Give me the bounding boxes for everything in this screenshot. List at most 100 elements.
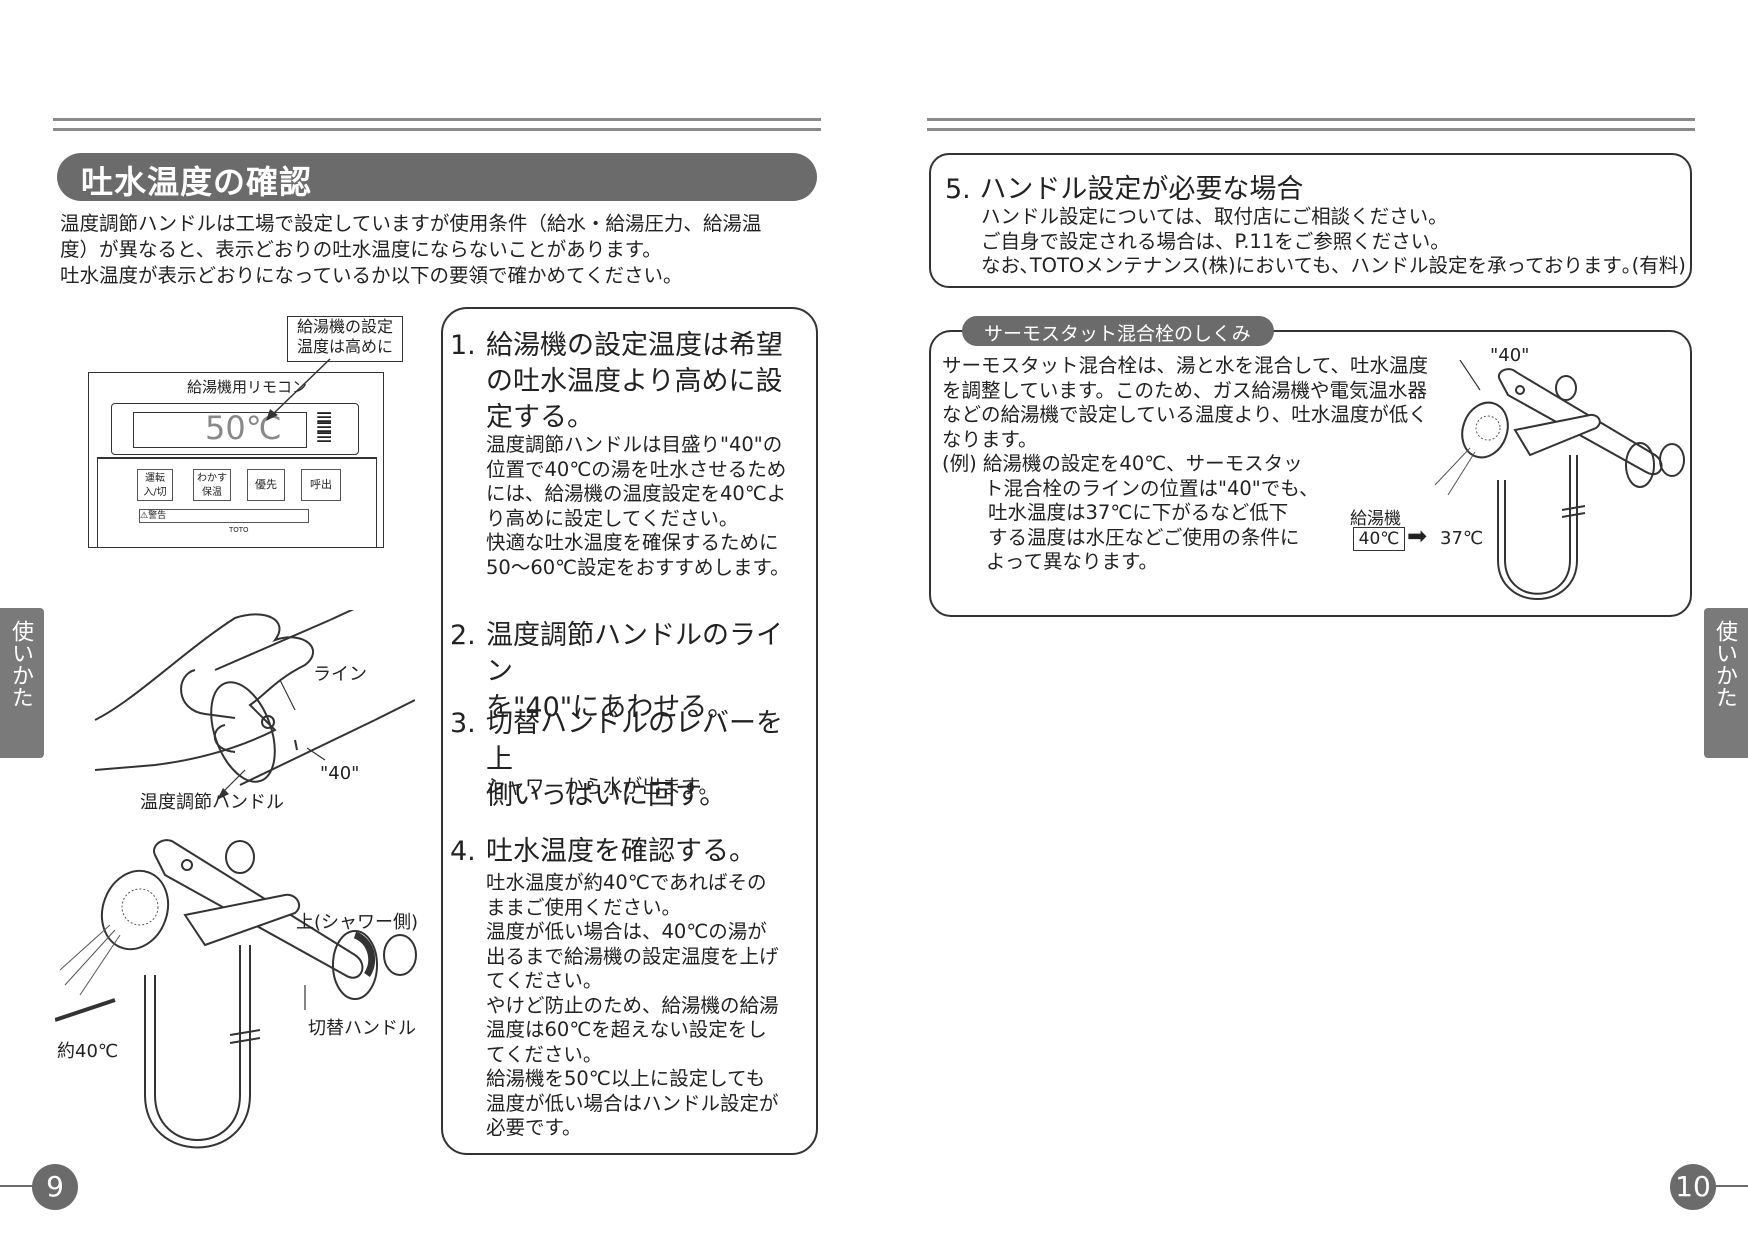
thermostat-line: する温度は水圧などご使用の条件に bbox=[988, 525, 1300, 549]
warning-icon: ⚠ bbox=[140, 511, 149, 521]
priority-button[interactable]: 優先 bbox=[247, 469, 285, 501]
heat-button[interactable]: わかす 保温 bbox=[193, 469, 231, 501]
step-5-heading: 5. ハンドル設定が必要な場合 bbox=[945, 167, 1303, 206]
step-5-body: ハンドル設定については、取付店にご相談ください。 ご自身で設定される場合は、P.… bbox=[981, 205, 1686, 279]
step-title-line: 切替ハンドルのレバーを上 bbox=[486, 708, 783, 775]
callout-line: 給湯機の設定 bbox=[296, 317, 393, 336]
remote-screen-frame bbox=[111, 403, 359, 455]
thermostat-tag: サーモスタット混合栓のしくみ bbox=[962, 316, 1274, 346]
thermostat-line: を調整しています。このため、ガス給湯機や電気温水器 bbox=[942, 378, 1427, 402]
page-rule-right bbox=[1708, 1185, 1748, 1187]
top-rule-left-1 bbox=[53, 118, 821, 121]
call-button[interactable]: 呼出 bbox=[301, 469, 341, 501]
remote-brand: TOTO bbox=[229, 526, 249, 534]
step-body-line: 50〜60℃設定をおすすめします。 bbox=[486, 555, 790, 579]
step-body-line: 温度は60℃を超えない設定をし bbox=[486, 1018, 767, 1041]
step-body-line: 出るまで給湯機の設定温度を上げ bbox=[486, 944, 779, 968]
intro-text: 温度調節ハンドルは工場で設定していますが使用条件（給水・給湯圧力、給湯温 度）が… bbox=[60, 211, 820, 289]
side-tab-left[interactable]: 使いかた bbox=[0, 608, 44, 758]
top-rule-left-2 bbox=[53, 128, 821, 131]
remote-body: 給湯機用リモコン 50℃ ≡≡≡ 運転 入/切 わかす 保温 優先 呼出 ⚠警告… bbox=[88, 372, 384, 548]
step-title: ハンドル設定が必要な場合 bbox=[979, 174, 1304, 205]
thermostat-line: ト混合栓のラインの位置は"40"でも、 bbox=[984, 476, 1319, 500]
step-title-line: の吐水温度より高めに設 bbox=[486, 366, 783, 397]
switch-handle-label: 切替ハンドル bbox=[308, 1018, 416, 1039]
step-number: 1. bbox=[450, 330, 476, 361]
top-rule-right-1 bbox=[927, 118, 1695, 121]
callout-line: 温度は高めに bbox=[296, 337, 393, 356]
step-body-line: 温度が低い場合はハンドル設定が bbox=[486, 1091, 779, 1115]
water-temp-label: 約40℃ bbox=[57, 1041, 119, 1062]
step-body-line: 快適な吐水温度を確保するために bbox=[486, 531, 779, 554]
step-body-line: てください。 bbox=[486, 969, 603, 992]
intro-line: 度）が異なると、表示どおりの吐水温度にならないことがあります。 bbox=[60, 238, 662, 261]
thermostat-line: 吐水温度は37℃に下がるなど低下 bbox=[988, 501, 1289, 524]
step-body-line: 吐水温度が約40℃であればその bbox=[486, 871, 767, 894]
mark-label: "40" bbox=[320, 763, 360, 784]
thermostat-line: なります。 bbox=[942, 427, 1038, 451]
page-rule-left bbox=[0, 1185, 40, 1187]
step-5-box: 5. ハンドル設定が必要な場合 ハンドル設定については、取付店にご相談ください。… bbox=[929, 153, 1692, 288]
step-1-body: 温度調節ハンドルは目盛り"40"の 位置で40℃の湯を吐水させるため には、給湯… bbox=[486, 433, 806, 580]
step-body-line: 給湯機を50℃以上に設定しても bbox=[486, 1067, 766, 1090]
heater-label: 給湯機 bbox=[1350, 509, 1401, 529]
step-number: 3. bbox=[450, 708, 476, 739]
step-title-line: を"40"にあわせる。 bbox=[486, 692, 735, 723]
step-title-line: 温度調節ハンドルのライン bbox=[486, 620, 783, 687]
thermostat-text: サーモスタット混合栓は、湯と水を混合して、吐水温度 を調整しています。このため、… bbox=[942, 354, 1428, 575]
step-number: 5. bbox=[945, 174, 971, 205]
power-button[interactable]: 運転 入/切 bbox=[137, 469, 173, 501]
step-body-line: ハンドル設定については、取付店にご相談ください。 bbox=[981, 205, 1448, 228]
remote-label: 給湯機用リモコン bbox=[187, 378, 308, 396]
thermostat-line: などの給湯機で設定している温度より、吐水温度が低く bbox=[942, 403, 1428, 426]
step-title-line: 定する。 bbox=[486, 402, 594, 433]
intro-line: 温度調節ハンドルは工場で設定していますが使用条件（給水・給湯圧力、給湯温 bbox=[60, 212, 762, 235]
arrow-right-icon: ➡ bbox=[1407, 522, 1428, 550]
step-4-body: 吐水温度が約40℃であればその ままご使用ください。 温度が低い場合は、40℃の… bbox=[486, 871, 806, 1141]
step-body-line: やけど防止のため、給湯機の給湯 bbox=[486, 993, 779, 1017]
step-body-line: シャワーから水が出ます。 bbox=[486, 775, 719, 798]
step-body-line: 温度が低い場合は、40℃の湯が bbox=[486, 920, 767, 943]
step-body-line: 温度調節ハンドルは目盛り"40"の bbox=[486, 433, 783, 456]
callout-arrow bbox=[266, 358, 331, 421]
step-body-line: ご自身で設定される場合は、P.11をご参照ください。 bbox=[981, 229, 1450, 253]
step-body-line: 位置で40℃の湯を吐水させるため bbox=[486, 457, 787, 481]
remote-panel bbox=[97, 457, 377, 548]
step-title-line: 吐水温度を確認する。 bbox=[486, 836, 756, 867]
step-body-line: てください。 bbox=[486, 1042, 603, 1066]
out-temp-label: 37℃ bbox=[1440, 528, 1484, 549]
step-3-body: シャワーから水が出ます。 bbox=[486, 775, 806, 800]
temp-handle-label: 温度調節ハンドル bbox=[140, 792, 284, 813]
step-body-line: 必要です。 bbox=[486, 1116, 582, 1139]
side-tab-text: 使いかた bbox=[8, 620, 33, 708]
up-label: 上(シャワー側) bbox=[296, 912, 419, 933]
thermostat-line: サーモスタット混合栓は、湯と水を混合して、吐水温度 bbox=[942, 354, 1428, 377]
page-number-right: 10 bbox=[1670, 1164, 1716, 1210]
step-number: 4. bbox=[450, 836, 476, 867]
remote-screen bbox=[133, 412, 307, 448]
thermostat-faucet-illustration bbox=[1434, 360, 1685, 600]
thermostat-line: よって異なります。 bbox=[986, 550, 1158, 573]
thermostat-mark-label: "40" bbox=[1490, 345, 1530, 366]
line-label: ライン bbox=[313, 664, 367, 685]
step-body-line: には、給湯機の温度設定を40℃よ bbox=[486, 482, 787, 505]
thermostat-line: (例) 給湯機の設定を40℃、サーモスタッ bbox=[942, 452, 1303, 475]
top-rule-right-2 bbox=[927, 128, 1695, 131]
heater-temp-box: 40℃ bbox=[1353, 527, 1405, 551]
thermostat-tag-text: サーモスタット混合栓のしくみ bbox=[984, 323, 1251, 345]
step-title-line: 給湯機の設定温度は希望 bbox=[486, 330, 783, 361]
side-tab-text: 使いかた bbox=[1712, 620, 1737, 708]
step-title-line: 側いっぱいに回す。 bbox=[486, 780, 727, 811]
section-title-bar: 吐水温度の確認 bbox=[57, 153, 817, 201]
warning-label: ⚠警告 bbox=[139, 509, 309, 523]
handle-illustration bbox=[94, 610, 415, 800]
thermostat-box bbox=[929, 330, 1692, 617]
section-title: 吐水温度の確認 bbox=[81, 163, 313, 201]
step-body-line: り高めに設定してください。 bbox=[486, 506, 739, 530]
side-tab-right[interactable]: 使いかた bbox=[1704, 608, 1748, 758]
warning-text: 警告 bbox=[148, 511, 167, 521]
steps-box bbox=[441, 307, 818, 1155]
step-body-line: ままご使用ください。 bbox=[486, 895, 682, 919]
step-body-line: なお､TOTOメンテナンス(株)においても、ハンドル設定を承っております｡(有料… bbox=[981, 254, 1686, 277]
step-number: 2. bbox=[450, 620, 476, 651]
